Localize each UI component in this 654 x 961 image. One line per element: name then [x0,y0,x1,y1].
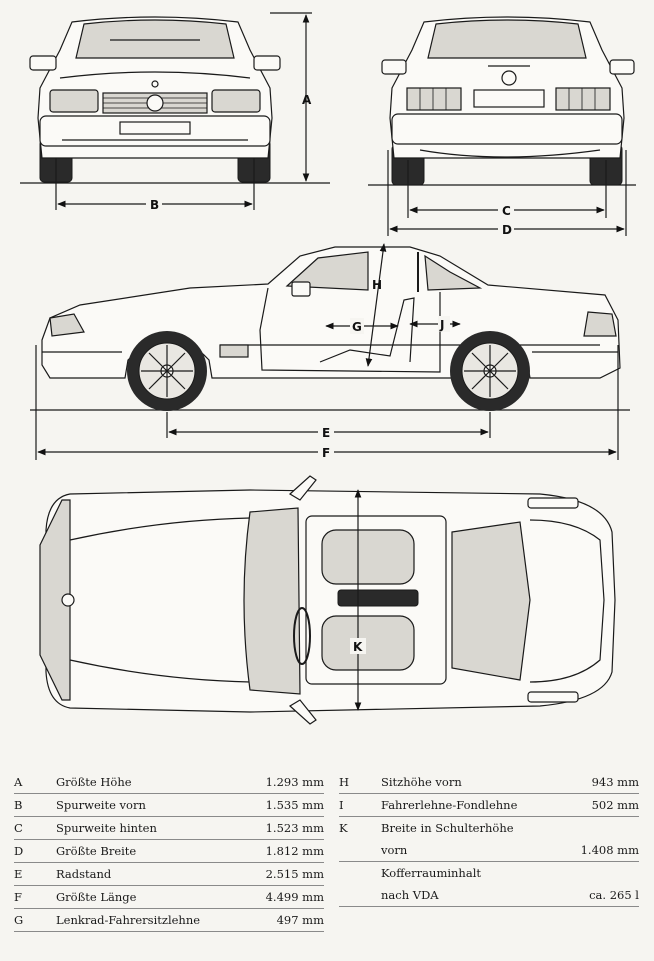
spec-value: 4.499 mm [265,890,324,904]
blueprint-drawing: A B C [20,12,636,725]
svg-text:K: K [353,640,363,654]
spec-letter: H [339,775,350,789]
svg-text:C: C [502,204,511,218]
svg-text:J: J [439,318,444,332]
spec-label: Lenkrad-Fahrersitzlehne [56,913,201,927]
spec-row: A Größte Höhe 1.293 mm [14,771,324,794]
svg-text:G: G [352,320,362,334]
spec-row: vorn 1.408 mm [339,839,639,862]
spec-value: ca. 265 l [589,888,639,902]
spec-label: Größte Höhe [56,775,132,789]
spec-label: vorn [381,843,408,857]
spec-label: Breite in Schulterhöhe [381,821,514,835]
spec-row: C Spurweite hinten 1.523 mm [14,817,324,840]
spec-value: 1.535 mm [265,798,324,812]
spec-row: K Breite in Schulterhöhe [339,817,639,839]
spec-letter: K [339,821,348,835]
front-wheel [127,331,207,411]
spec-value: 943 mm [591,775,639,789]
spec-value: 1.408 mm [580,843,639,857]
spec-table-left: A Größte Höhe 1.293 mm B Spurweite vorn … [14,771,324,932]
spec-label: Größte Breite [56,844,137,858]
spec-letter: B [14,798,23,812]
spec-label: Radstand [56,867,112,881]
spec-value: 2.515 mm [265,867,324,881]
spec-row: D Größte Breite 1.812 mm [14,840,324,863]
spec-label: Fahrerlehne-Fondlehne [381,798,518,812]
spec-letter: C [14,821,23,835]
top-view: K [39,475,616,725]
spec-value: 497 mm [276,913,324,927]
spec-value: 1.293 mm [265,775,324,789]
spec-label: Kofferrauminhalt [381,866,481,880]
spec-row: Kofferrauminhalt [339,862,639,884]
rear-wheel [450,331,530,411]
svg-text:H: H [372,278,382,292]
spec-value: 1.523 mm [265,821,324,835]
spec-value: 502 mm [591,798,639,812]
spec-row: B Spurweite vorn 1.535 mm [14,794,324,817]
rear-view: C D [368,16,636,237]
spec-letter: D [14,844,24,858]
spec-label: Spurweite vorn [56,798,146,812]
spec-row: G Lenkrad-Fahrersitzlehne 497 mm [14,909,324,932]
side-view: H G J E F [30,243,630,460]
spec-row: I Fahrerlehne-Fondlehne 502 mm [339,794,639,817]
spec-letter: A [14,775,23,789]
svg-text:F: F [322,446,330,460]
spec-table-right: H Sitzhöhe vorn 943 mm I Fahrerlehne-Fon… [339,771,639,907]
spec-label: Sitzhöhe vorn [381,775,462,789]
spec-letter: I [339,798,344,812]
svg-text:A: A [302,93,312,107]
spec-value: 1.812 mm [265,844,324,858]
spec-letter: E [14,867,23,881]
spec-label: nach VDA [381,888,439,902]
svg-text:B: B [150,198,159,212]
spec-row: H Sitzhöhe vorn 943 mm [339,771,639,794]
spec-letter: F [14,890,22,904]
spec-label: Spurweite hinten [56,821,157,835]
spec-letter: G [14,913,24,927]
spec-row: nach VDA ca. 265 l [339,884,639,907]
svg-text:D: D [502,223,512,237]
svg-text:E: E [322,426,330,440]
spec-row: F Größte Länge 4.499 mm [14,886,324,909]
front-view: A B [20,12,330,212]
spec-label: Größte Länge [56,890,137,904]
spec-row: E Radstand 2.515 mm [14,863,324,886]
